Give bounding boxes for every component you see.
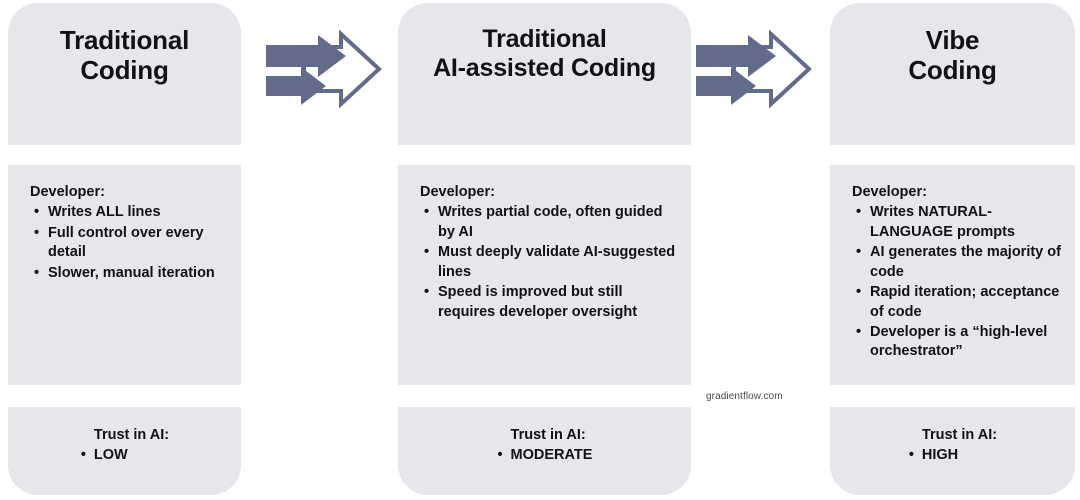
body-card-traditional-coding: Developer: Writes ALL lines Full control… — [8, 165, 241, 385]
header-card-vibe-coding: Vibe Coding — [830, 3, 1075, 145]
trust-card-vibe-coding: Trust in AI: HIGH — [830, 407, 1075, 495]
list-item: Slower, manual iteration — [34, 264, 229, 284]
list-item: HIGH — [909, 446, 997, 466]
list-item: Speed is improved but still requires dev… — [424, 283, 679, 322]
column-vibe-coding: Vibe Coding Developer: Writes NATURAL-LA… — [830, 0, 1075, 500]
arrow-ai-assisted-to-vibe-icon — [693, 29, 813, 109]
list-item: AI generates the majority of code — [856, 243, 1063, 282]
list-item: Full control over every detail — [34, 224, 229, 263]
card-title-vibe-coding: Vibe Coding — [908, 25, 997, 86]
trust-block: Trust in AI: HIGH — [908, 426, 997, 466]
card-title-traditional-coding: Traditional Coding — [60, 25, 189, 85]
list-item: LOW — [81, 446, 169, 466]
list-item: Writes ALL lines — [34, 203, 229, 223]
title-line: Traditional — [482, 25, 607, 53]
list-item: Must deeply validate AI-suggested lines — [424, 243, 679, 282]
card-title-traditional-ai-assisted-coding: Traditional AI-assisted Coding — [433, 25, 656, 83]
list-item: Writes NATURAL-LANGUAGE prompts — [856, 203, 1063, 242]
list-item: Developer is a “high-level orchestrator” — [856, 323, 1063, 362]
trust-value-list: HIGH — [908, 446, 997, 466]
body-lead-label: Developer: — [852, 184, 927, 200]
body-lead-label: Developer: — [30, 184, 105, 200]
title-line: Coding — [908, 55, 997, 86]
body-lead-label: Developer: — [420, 184, 495, 200]
header-card-traditional-coding: Traditional Coding — [8, 3, 241, 145]
title-line: Vibe — [925, 25, 980, 55]
trust-card-traditional-ai-assisted-coding: Trust in AI: MODERATE — [398, 407, 691, 495]
bullet-list-traditional-ai-assisted-coding: Writes partial code, often guided by AI … — [420, 203, 679, 322]
column-traditional-ai-assisted-coding: Traditional AI-assisted Coding Developer… — [398, 0, 691, 500]
list-item: Writes partial code, often guided by AI — [424, 203, 679, 242]
trust-block: Trust in AI: LOW — [80, 426, 169, 466]
trust-lead-label: Trust in AI: — [93, 427, 170, 443]
list-item: MODERATE — [498, 446, 593, 466]
bullet-list-vibe-coding: Writes NATURAL-LANGUAGE prompts AI gener… — [852, 203, 1063, 361]
trust-value-list: LOW — [80, 446, 169, 466]
column-traditional-coding: Traditional Coding Developer: Writes ALL… — [8, 0, 241, 500]
title-line: Traditional — [59, 25, 190, 55]
title-line: Coding — [80, 55, 169, 86]
title-line: AI-assisted Coding — [433, 54, 656, 82]
trust-block: Trust in AI: MODERATE — [497, 426, 593, 466]
bullet-list-traditional-coding: Writes ALL lines Full control over every… — [30, 203, 229, 283]
body-card-traditional-ai-assisted-coding: Developer: Writes partial code, often gu… — [398, 165, 691, 385]
trust-card-traditional-coding: Trust in AI: LOW — [8, 407, 241, 495]
watermark-attribution: gradientflow.com — [706, 391, 783, 402]
trust-lead-label: Trust in AI: — [921, 427, 998, 443]
list-item: Rapid iteration; acceptance of code — [856, 283, 1063, 322]
trust-value-list: MODERATE — [497, 446, 593, 466]
arrow-traditional-to-ai-assisted-icon — [263, 29, 383, 109]
trust-lead-label: Trust in AI: — [510, 427, 586, 443]
body-card-vibe-coding: Developer: Writes NATURAL-LANGUAGE promp… — [830, 165, 1075, 385]
header-card-traditional-ai-assisted-coding: Traditional AI-assisted Coding — [398, 3, 691, 145]
